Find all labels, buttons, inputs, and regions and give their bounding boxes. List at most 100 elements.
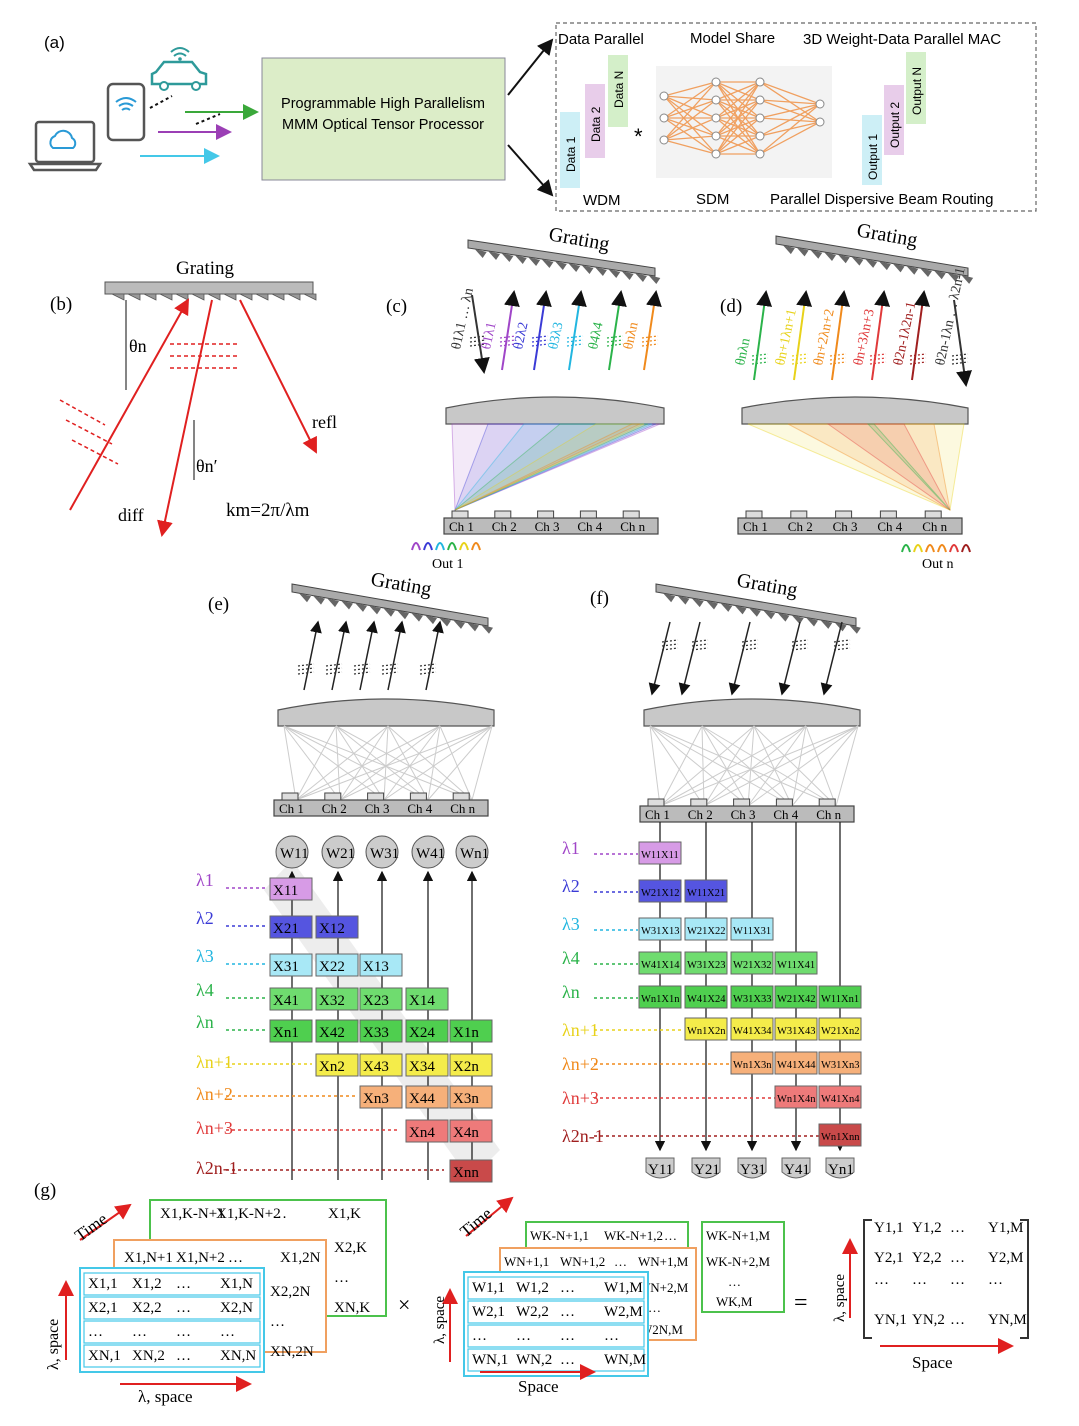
y-cell: Y1,M <box>988 1220 1023 1236</box>
grating-tooth <box>271 293 285 301</box>
wx-cell <box>774 1051 818 1075</box>
detector <box>645 1157 675 1179</box>
w-mid-label: … <box>648 1300 661 1315</box>
channel-label: Ch n <box>450 801 475 816</box>
light-ray <box>427 725 493 801</box>
nn-node <box>659 135 669 145</box>
wx-cell <box>730 1017 774 1041</box>
wavefront <box>606 335 624 339</box>
x-mid-side-label: X2,2N <box>270 1284 311 1300</box>
wavefront <box>566 339 584 343</box>
grating-f <box>655 583 857 627</box>
beam-arrow <box>678 621 701 696</box>
grating-label-d: Grating <box>855 219 919 251</box>
weight-node <box>411 835 445 869</box>
wavefront <box>419 667 437 671</box>
channel-label: Ch 4 <box>773 807 798 822</box>
panel-label-f: (f) <box>590 588 609 609</box>
w-front-matrix-cell: … <box>560 1328 575 1344</box>
w-front-matrix-row <box>467 1324 645 1348</box>
lambda-label: λ1 <box>562 838 580 858</box>
nn-node <box>755 149 765 159</box>
x-front-matrix-cell: … <box>176 1276 191 1292</box>
w-front-matrix-cell: W2,M <box>604 1304 643 1320</box>
time-arrow-x <box>79 1203 132 1241</box>
x-cell-label: Xn1 <box>273 1025 299 1041</box>
x-cell <box>315 953 359 977</box>
light-ray <box>701 725 749 807</box>
nn-node <box>755 131 765 141</box>
x-cell-label: X11 <box>273 883 298 899</box>
y-cell: … <box>950 1272 965 1288</box>
output-peak <box>925 544 935 553</box>
neural-network-icon <box>656 66 832 178</box>
wavefront <box>829 361 847 365</box>
grating-label-c: Grating <box>547 223 611 255</box>
wavefront <box>751 357 769 361</box>
beam-arrow <box>533 290 552 371</box>
channel-label: Ch 2 <box>322 801 347 816</box>
lambda-label: λ3 <box>562 914 580 934</box>
channel-port <box>775 798 793 807</box>
channel-label: Ch 3 <box>833 519 858 534</box>
grating-tooth <box>734 605 747 615</box>
weight-label: W31 <box>370 846 399 862</box>
wavefront <box>829 353 847 357</box>
grating-tooth <box>806 617 818 627</box>
wavefront <box>791 647 809 651</box>
lambda-label: λn+2 <box>562 1054 599 1074</box>
wx-cell <box>684 985 728 1009</box>
channel-port <box>324 792 342 801</box>
grating-tooth <box>411 612 423 622</box>
wx-cell <box>774 1017 818 1041</box>
laptop-icon <box>27 120 103 172</box>
wavefront <box>325 671 343 675</box>
time-label-x: Time <box>71 1209 111 1245</box>
wavefront <box>353 663 371 667</box>
channel-port <box>879 510 897 519</box>
light-ray <box>383 725 441 801</box>
x-cell <box>269 1019 313 1043</box>
light-ray <box>387 725 429 801</box>
wavefront <box>661 643 679 647</box>
w-front-matrix <box>463 1271 649 1377</box>
channel-port <box>745 510 763 519</box>
wavefront <box>869 353 887 357</box>
y-cell: Y1,2 <box>912 1220 942 1236</box>
grating-tooth <box>720 602 733 612</box>
x-cell <box>315 987 359 1011</box>
light-cone <box>454 423 649 511</box>
wavefront <box>469 343 487 347</box>
grating-tooth <box>581 265 594 274</box>
grating-tooth <box>961 274 974 284</box>
wavefront <box>353 671 371 675</box>
wavefront <box>951 361 969 365</box>
data-2-bar <box>585 84 605 158</box>
grating-tooth <box>782 245 795 255</box>
grating-tooth <box>355 602 367 612</box>
output-peak <box>435 542 445 551</box>
beam-label: θn+3λn+3 <box>851 308 878 367</box>
channel-label: Ch 4 <box>877 519 902 534</box>
x-cell <box>449 1053 493 1077</box>
y-bracket-right <box>1020 1219 1029 1339</box>
wx-cell-label: W31X23 <box>687 960 726 971</box>
w-mid-label: WN+1,2 <box>560 1254 605 1269</box>
w-front-matrix-cell: … <box>472 1328 487 1344</box>
space-label-w: Space <box>518 1377 559 1396</box>
wavefront <box>297 667 315 671</box>
grating-tooth <box>865 258 878 268</box>
wavefront <box>499 343 517 347</box>
channel-port <box>494 510 512 519</box>
w-mid-label: WN+1,1 <box>504 1254 549 1269</box>
x-cell-label: X22 <box>319 959 345 975</box>
phone-icon <box>106 82 146 142</box>
wavefront <box>469 339 487 343</box>
wavefront <box>833 639 851 643</box>
light-ray <box>791 725 807 807</box>
x-cell <box>359 1053 403 1077</box>
channel-port <box>818 798 836 807</box>
w-front-matrix-cell: W2,2 <box>516 1304 549 1320</box>
wx-cell <box>684 917 728 941</box>
grating-tooth <box>327 598 339 608</box>
